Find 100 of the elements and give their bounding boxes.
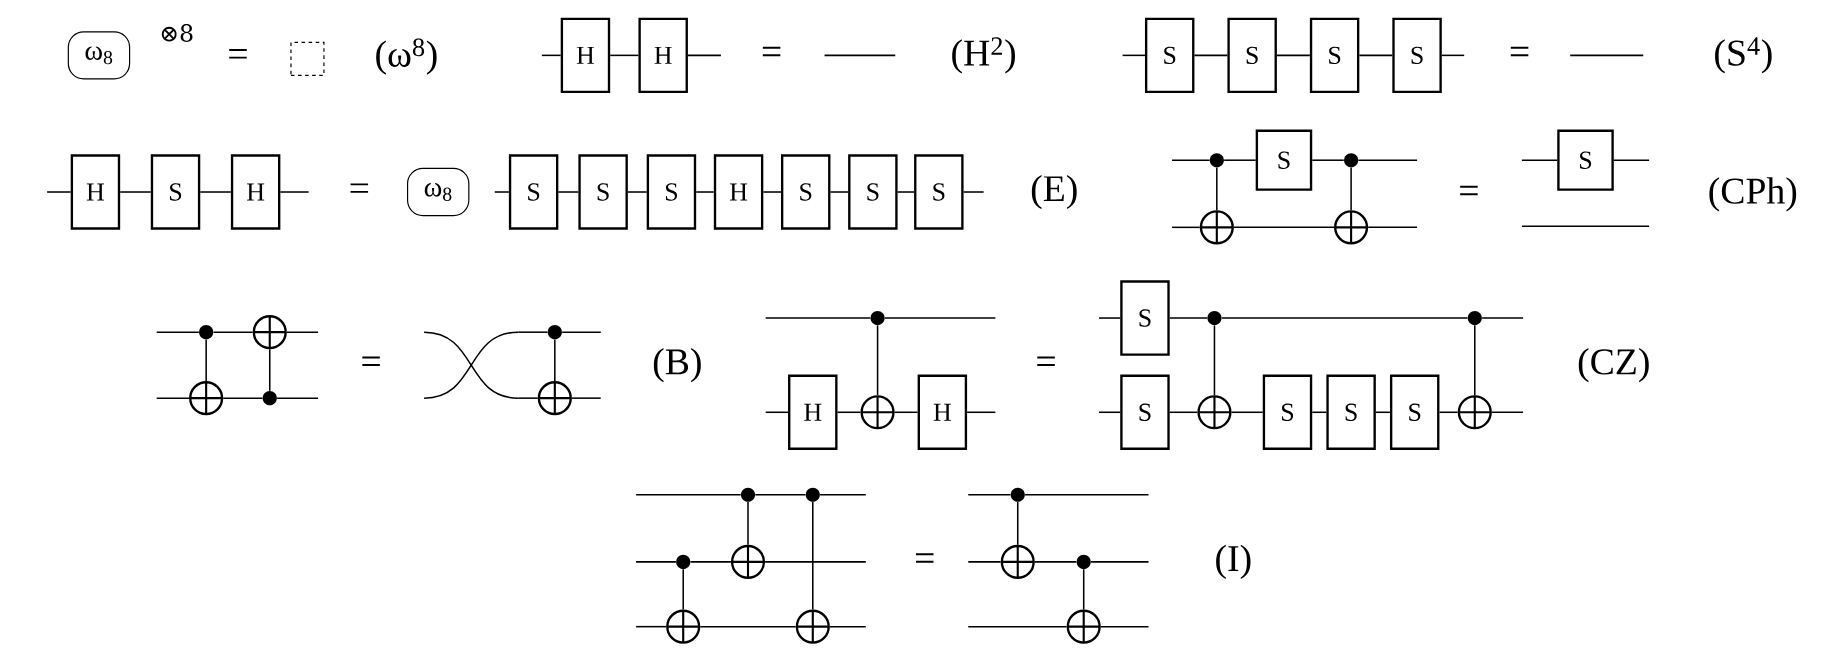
gate-box: S [1120, 374, 1170, 450]
gate-box: S [1255, 129, 1313, 191]
gate-box: S [1144, 17, 1195, 93]
wire [689, 560, 732, 563]
control-line [1216, 166, 1218, 211]
wire [199, 191, 232, 193]
wire [893, 411, 919, 413]
wire [829, 191, 849, 193]
target-symbol [666, 609, 701, 644]
control-line [1082, 568, 1085, 611]
equation-text: (B) [653, 347, 701, 383]
wire [212, 331, 254, 333]
wire [609, 54, 640, 56]
control-dot [547, 324, 562, 340]
wire [699, 625, 797, 628]
wire [557, 191, 580, 193]
equation-text: (CPh) [1709, 177, 1797, 212]
gate-box: H [788, 374, 838, 450]
equation-text: = [1460, 185, 1478, 196]
wire [896, 191, 915, 193]
equation-text: (I) [1216, 544, 1251, 579]
target-symbol [1197, 395, 1232, 430]
control-dot [1467, 310, 1482, 325]
equation-text: = [1510, 46, 1529, 57]
gate-box: S [1227, 17, 1277, 93]
wire [1034, 560, 1078, 563]
gate-box: H [638, 17, 688, 93]
target-symbol [1199, 210, 1234, 245]
gate-box: S [1389, 374, 1440, 450]
wire [1230, 411, 1264, 413]
target-symbol [1334, 210, 1369, 245]
equation-text: = [762, 46, 781, 57]
control-line [1474, 324, 1476, 396]
control-dot [1076, 554, 1091, 569]
target-symbol [1066, 609, 1101, 644]
equation-text: = [362, 356, 380, 366]
equation-text: (ω$^{8}$) [376, 38, 437, 75]
control-line [205, 338, 207, 382]
wire [119, 191, 152, 193]
gate-box: H [70, 154, 121, 230]
wire [836, 411, 862, 413]
equation-text: = [350, 183, 369, 193]
wire [1311, 411, 1328, 413]
target-symbol [189, 380, 224, 416]
equation-text: = [229, 49, 247, 59]
gate-box: H [560, 17, 611, 93]
control-line [682, 568, 684, 611]
wire [1193, 54, 1229, 56]
control-dot [740, 487, 756, 502]
gate-box: H [917, 374, 968, 450]
control-line [1017, 501, 1019, 546]
scalar-box: ω$_{8}$ [407, 167, 470, 216]
equation-text: = [1037, 356, 1055, 366]
gate-box: S [150, 154, 201, 230]
control-line [747, 501, 749, 546]
gate-box: S [1262, 374, 1313, 450]
wire [627, 191, 648, 193]
wire [695, 191, 715, 193]
wire [762, 191, 782, 193]
control-dot [1344, 153, 1359, 168]
control-dot [870, 310, 885, 325]
equation-text: (E) [1031, 174, 1077, 209]
wire [1358, 54, 1394, 56]
control-line [1213, 324, 1216, 396]
wire [1223, 159, 1257, 161]
wire [1168, 317, 1208, 319]
control-dot [676, 554, 691, 569]
equation-text: = [915, 553, 934, 563]
control-dot [805, 487, 820, 502]
gate-box: H [713, 154, 764, 230]
empty-box [290, 41, 325, 76]
control-line [554, 338, 556, 382]
gate-box: S [508, 154, 559, 230]
control-dot [1010, 487, 1025, 502]
target-symbol [252, 314, 287, 350]
superscript: ⊗8 [161, 23, 193, 42]
control-dot [262, 390, 277, 406]
gate-box: S [1326, 374, 1376, 450]
equation-text: (CZ) [1578, 347, 1649, 383]
gate-box: S [1120, 280, 1170, 356]
equation-text: (H$^{2}$) [952, 37, 1015, 74]
wire [1221, 317, 1469, 319]
equation-text: (S$^{4}$) [1715, 37, 1772, 74]
target-symbol [1457, 395, 1492, 430]
wire [1311, 159, 1345, 161]
target-symbol [537, 380, 572, 416]
wire [1168, 411, 1199, 413]
gate-box: S [578, 154, 628, 230]
wire [1375, 411, 1391, 413]
target-symbol [795, 609, 830, 644]
control-line [812, 501, 814, 611]
gate-box: S [914, 154, 964, 230]
gate-box: S [1309, 17, 1360, 93]
wire [1438, 411, 1459, 413]
scalar-box: ω$_{8}$ [67, 31, 131, 80]
wire [754, 493, 807, 496]
wire [1276, 54, 1311, 56]
gate-box: S [646, 154, 697, 230]
gate-box: H [230, 154, 281, 230]
wire [222, 397, 264, 399]
